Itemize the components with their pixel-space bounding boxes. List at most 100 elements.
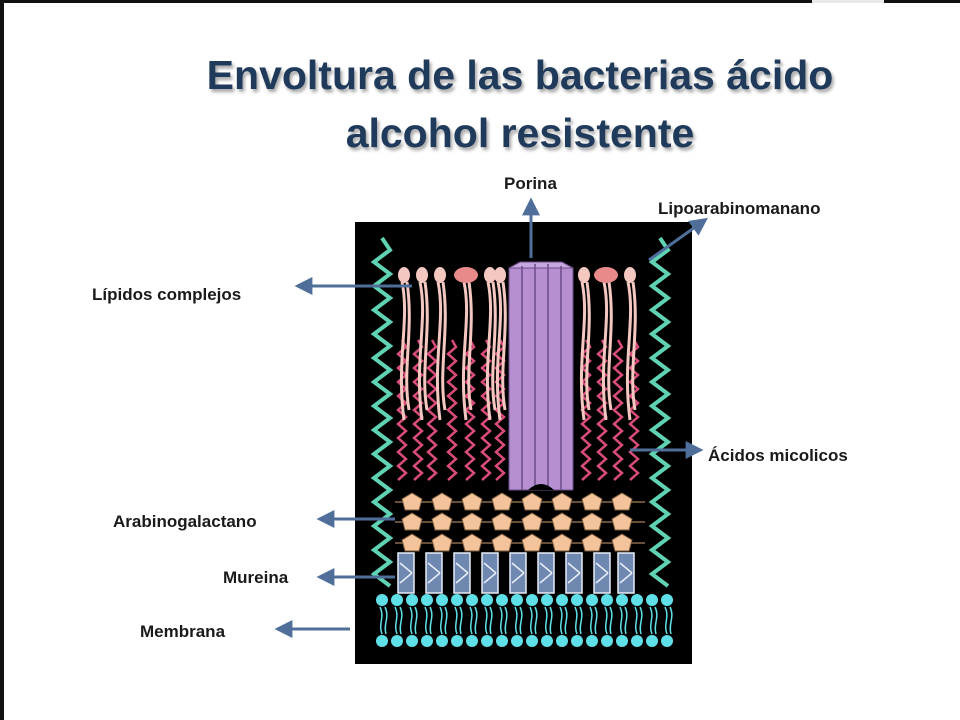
membrane-head: [541, 594, 553, 606]
membrane-tail: [424, 606, 428, 635]
membrane-tail: [414, 606, 418, 635]
membrane-head: [571, 594, 583, 606]
membrane-head: [586, 594, 598, 606]
membrane-tail: [559, 606, 563, 635]
arabinogalactan-sugar: [491, 533, 513, 552]
murein-crosslink: [511, 562, 525, 584]
murein-crosslink: [399, 562, 413, 584]
lipid-tail: [405, 281, 411, 411]
lipid-tail: [495, 281, 503, 421]
membrane-tail: [399, 606, 403, 635]
label-arabinogalactano: Arabinogalactano: [113, 512, 257, 531]
lipoarabinomanano-arrow: [648, 217, 708, 262]
mycolic-acid-chain: [446, 339, 458, 481]
arabinogalactan-sugar: [611, 533, 633, 552]
arabinogalactan-sugar: [521, 492, 543, 511]
membrane-head: [436, 594, 448, 606]
murein-unit: [565, 552, 583, 594]
slide-frame-top: [0, 0, 960, 3]
membrane-tail: [564, 606, 568, 635]
lipid-tail: [579, 281, 587, 421]
membrane-head: [616, 594, 628, 606]
membrane-head: [496, 594, 508, 606]
slide-title-line-1: Envoltura de las bacterias ácido: [206, 52, 834, 98]
membrane-tail: [429, 606, 433, 635]
membrane-tail: [634, 606, 638, 635]
membrane-tail: [654, 606, 658, 635]
membrane-head: [556, 635, 568, 647]
lipid-tail: [625, 281, 633, 421]
lipid-head: [578, 267, 590, 283]
arabinogalactan-sugar: [521, 533, 543, 552]
lipid-head: [494, 267, 506, 283]
membrane-head: [511, 594, 523, 606]
membrane-tail: [624, 606, 628, 635]
membrane-tail: [604, 606, 608, 635]
membrane-head: [586, 635, 598, 647]
arabinogalactan-sugar: [461, 512, 483, 531]
arabinogalactan-sugar: [581, 492, 603, 511]
membrane-tail: [519, 606, 523, 635]
murein-unit: [425, 552, 443, 594]
membrane-tail: [469, 606, 473, 635]
lipid-tail: [501, 281, 507, 411]
membrane-head: [601, 635, 613, 647]
membrane-bilayer: [376, 594, 673, 647]
membrane-head: [406, 635, 418, 647]
arabinogalactan-sugar: [491, 492, 513, 511]
membrane-tail: [549, 606, 553, 635]
label-acidos-micolicos: Ácidos micolicos: [708, 446, 848, 465]
lipid-tail: [417, 281, 425, 421]
murein-unit: [453, 552, 471, 594]
lipid-head: [434, 267, 446, 283]
lipid-tail: [485, 281, 493, 421]
lam-chain-right: [648, 236, 672, 588]
membrane-head: [391, 635, 403, 647]
membrane-head: [556, 594, 568, 606]
membrane-tail: [574, 606, 578, 635]
membrane-head: [526, 635, 538, 647]
membrane-tail: [454, 606, 458, 635]
membrane-tail: [499, 606, 503, 635]
membrane-head: [661, 635, 673, 647]
membrane-tail: [594, 606, 598, 635]
membrane-tail: [394, 606, 398, 635]
label-membrana: Membrana: [140, 622, 226, 641]
membrane-tail: [589, 606, 593, 635]
membrane-head: [436, 635, 448, 647]
murein-crosslink: [539, 562, 553, 584]
membrane-tail: [609, 606, 613, 635]
murein-layer: [397, 552, 635, 594]
membrane-tail: [544, 606, 548, 635]
murein-crosslink: [619, 562, 633, 584]
membrane-tail: [639, 606, 643, 635]
membrane-head: [451, 635, 463, 647]
membrane-tail: [534, 606, 538, 635]
arabinogalactan-sugar: [551, 533, 573, 552]
lipid-tail: [461, 281, 469, 421]
arabinogalactan-sugar: [401, 533, 423, 552]
arabinogalactan-sugar: [431, 512, 453, 531]
lipid-tail: [441, 281, 447, 411]
murein-unit: [537, 552, 555, 594]
membrane-tail: [459, 606, 463, 635]
membrane-head: [421, 594, 433, 606]
membrane-head: [661, 594, 673, 606]
arabinogalactan-sugar: [491, 512, 513, 531]
membrane-tail: [529, 606, 533, 635]
arabinogalactan-sugar: [581, 533, 603, 552]
membrane-head: [481, 594, 493, 606]
murein-crosslink: [455, 562, 469, 584]
porin: [508, 261, 574, 491]
membrane-head: [376, 594, 388, 606]
lipid-head: [398, 267, 410, 283]
lipid-tail: [585, 281, 591, 411]
membrane-tail: [514, 606, 518, 635]
membrane-tail: [504, 606, 508, 635]
membrane-head: [481, 635, 493, 647]
membrane-tail: [379, 606, 383, 635]
membrane-head: [526, 594, 538, 606]
membrane-tail: [484, 606, 488, 635]
lipid-tail: [423, 281, 429, 411]
membrane-head: [406, 594, 418, 606]
